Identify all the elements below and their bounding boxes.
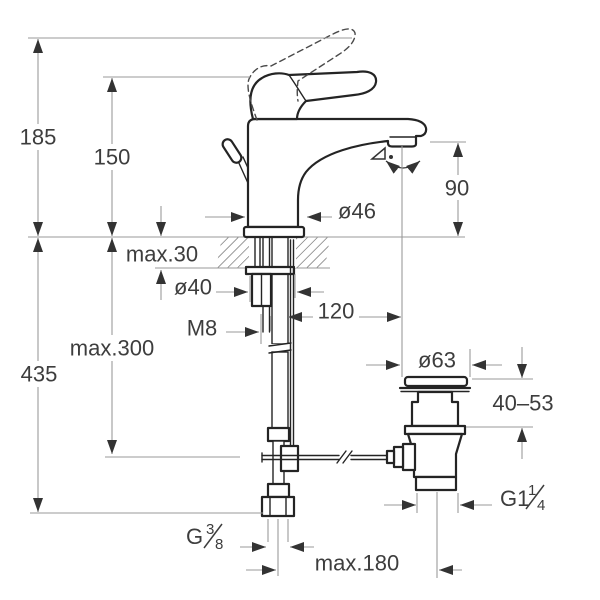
pop-up-waste xyxy=(385,375,472,492)
waste-plug xyxy=(403,375,469,388)
dim-waste-height-range: 40–53 xyxy=(492,391,553,416)
faucet-base xyxy=(242,225,306,239)
dim-body-diameter: ø46 xyxy=(338,199,376,224)
dim-hose-span: max.180 xyxy=(315,551,399,576)
flexible-hose-lower xyxy=(271,351,289,429)
dim-rod-offset: 120 xyxy=(318,299,355,324)
dim-handle-height: 150 xyxy=(94,145,131,170)
rod-housing xyxy=(385,449,396,465)
faucet xyxy=(221,28,428,239)
dim-supply-thread: G 3 8 xyxy=(186,521,223,553)
faucet-body xyxy=(246,117,428,229)
dim-rod-length: max.300 xyxy=(70,336,154,361)
waste-thread-base: G1 xyxy=(500,486,529,511)
handle-raised-outline xyxy=(247,28,356,121)
dim-washer-diameter: ø40 xyxy=(174,275,212,300)
under-counter-assembly xyxy=(244,236,390,518)
dimension-lines xyxy=(28,37,533,578)
rod-clamp xyxy=(279,444,300,473)
countertop-section xyxy=(28,236,465,269)
dim-stud-thread: M8 xyxy=(187,316,218,341)
handle xyxy=(249,70,378,121)
waste-thread-numerator: 1 xyxy=(528,482,536,499)
supply-thread-base: G xyxy=(186,524,203,549)
swivel-angle-symbol xyxy=(369,146,421,174)
dim-waste-thread: G1 1 4 xyxy=(500,482,545,514)
waste-outlet xyxy=(414,475,458,492)
waste-thread-denominator: 4 xyxy=(537,497,545,514)
supply-nut xyxy=(260,495,296,518)
dim-spout-height: 90 xyxy=(445,176,469,201)
dim-deck-thickness: max.30 xyxy=(126,242,198,267)
dim-plug-diameter: ø63 xyxy=(418,348,456,373)
supply-thread-denominator: 8 xyxy=(215,536,223,553)
dim-total-height: 185 xyxy=(20,125,57,150)
pop-up-rod-horizontal xyxy=(261,450,390,464)
dim-hose-drop: 435 xyxy=(21,362,58,387)
supply-thread-numerator: 3 xyxy=(206,521,214,538)
dimension-labels: 185 150 90 ø46 max.30 ø40 120 M8 max.300… xyxy=(20,125,554,576)
